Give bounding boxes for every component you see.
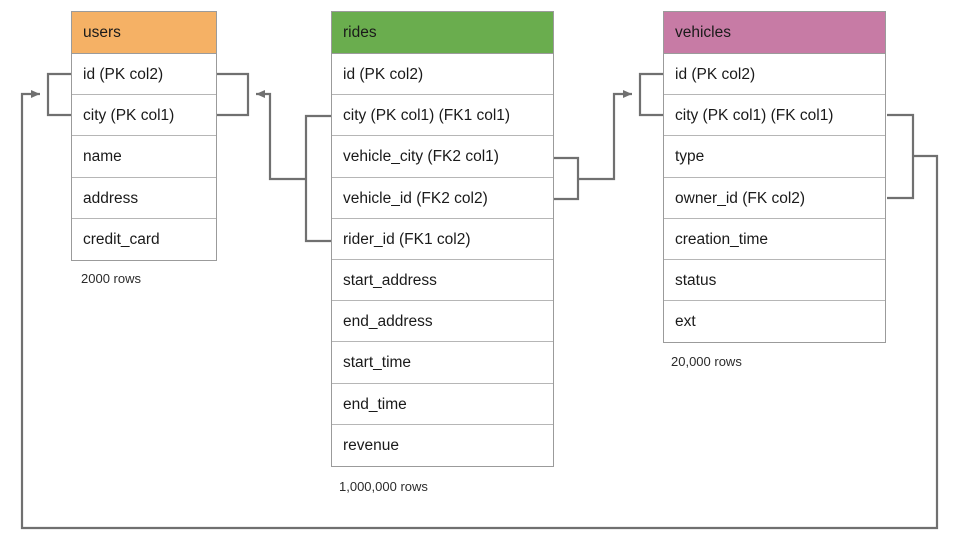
table-users-field-name[interactable]: name (72, 136, 216, 178)
users-right-bracket (216, 72, 250, 117)
table-vehicles-row-count: 20,000 rows (671, 354, 742, 369)
table-vehicles-field-owner-id[interactable]: owner_id (FK col2) (664, 178, 885, 219)
table-rides-field-revenue[interactable]: revenue (343, 436, 400, 454)
table-users-field-city[interactable]: city (PK col1) (72, 95, 216, 137)
table-vehicles-field-ext[interactable]: ext (675, 313, 696, 331)
table-vehicles[interactable]: vehicles id (PK col2) city (PK col1) (FK… (663, 11, 886, 344)
table-users[interactable]: users id (PK col2) city (PK col1) name a… (71, 11, 217, 261)
table-rides-field-start-time[interactable]: start_time (332, 342, 553, 384)
connector-rides-to-users (256, 90, 306, 181)
table-vehicles-field-id[interactable]: id (PK col2) (664, 54, 885, 96)
table-vehicles-field-type[interactable]: type (664, 136, 885, 178)
vehicles-left-bracket (638, 72, 663, 117)
users-left-bracket (46, 72, 72, 117)
rides-left-bracket (304, 114, 331, 243)
table-vehicles-field-status[interactable]: status (664, 260, 885, 302)
table-rides-field-rider-id[interactable]: rider_id (FK1 col2) (332, 219, 553, 260)
table-rides-field-start-address[interactable]: start_address (332, 260, 553, 302)
table-rides-field-city[interactable]: city (PK col1) (FK1 col1) (332, 95, 553, 137)
table-rides-field-id[interactable]: id (PK col2) (332, 54, 553, 96)
table-users-field-id[interactable]: id (PK col2) (72, 54, 216, 96)
table-rides[interactable]: rides id (PK col2) city (PK col1) (FK1 c… (331, 11, 554, 467)
table-users-header: users (72, 12, 216, 54)
table-rides-row-count: 1,000,000 rows (339, 479, 428, 494)
table-rides-header: rides (332, 12, 553, 54)
table-vehicles-field-creation-time[interactable]: creation_time (664, 219, 885, 260)
vehicles-right-bracket (887, 113, 915, 200)
table-users-row-count: 2000 rows (81, 271, 141, 286)
table-rides-field-vehicle-id[interactable]: vehicle_id (FK2 col2) (332, 178, 553, 219)
table-vehicles-field-city[interactable]: city (PK col1) (FK col1) (664, 95, 885, 137)
table-rides-field-end-address[interactable]: end_address (332, 301, 553, 343)
table-users-field-address[interactable]: address (72, 178, 216, 219)
table-vehicles-header: vehicles (664, 12, 885, 54)
table-rides-field-vehicle-city[interactable]: vehicle_city (FK2 col1) (332, 136, 553, 178)
table-rides-field-end-time[interactable]: end_time (332, 384, 553, 425)
table-users-field-credit-card[interactable]: credit_card (83, 230, 160, 248)
rides-right-bracket (554, 156, 580, 201)
connector-rides-to-vehicles (578, 90, 632, 181)
